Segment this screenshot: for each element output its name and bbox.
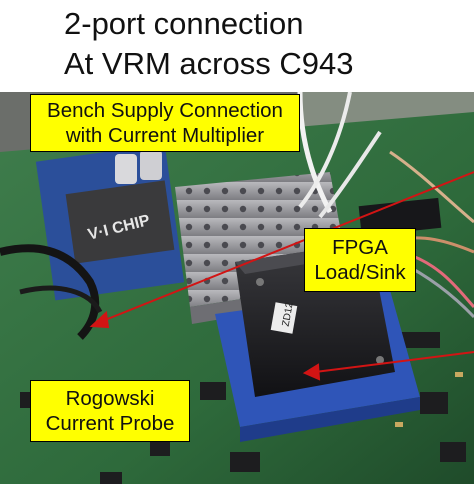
callout-rogowski-line-1: Rogowski xyxy=(65,387,155,410)
header-connector xyxy=(358,197,442,237)
callout-rogowski-probe: Rogowski Current Probe xyxy=(30,380,190,442)
callout-fpga-line-2: Load/Sink xyxy=(314,261,406,284)
callout-bench-supply: Bench Supply Connection with Current Mul… xyxy=(30,94,300,152)
arrow-to-probe xyxy=(314,351,474,373)
cables xyxy=(0,92,474,340)
callout-fpga-load: FPGA Load/Sink xyxy=(304,228,416,292)
arrowhead-probe xyxy=(302,363,321,381)
title-line-1: 2-port connection xyxy=(64,6,304,41)
slide-title: 2-port connection At VRM across C943 xyxy=(0,0,474,92)
callout-bench-line-2: with Current Multiplier xyxy=(65,124,265,147)
callout-fpga-line-1: FPGA xyxy=(332,236,388,259)
annotation-arrows xyxy=(89,171,474,381)
callout-bench-line-1: Bench Supply Connection xyxy=(47,99,283,122)
title-line-2: At VRM across C943 xyxy=(64,46,354,81)
fan-label-text: ZD12 xyxy=(281,301,296,327)
arrowhead-bench xyxy=(89,310,110,329)
arrow-to-bench-connection xyxy=(99,171,474,323)
vichip-module: V·I CHIP xyxy=(35,143,185,301)
callout-rogowski-line-2: Current Probe xyxy=(45,412,175,435)
